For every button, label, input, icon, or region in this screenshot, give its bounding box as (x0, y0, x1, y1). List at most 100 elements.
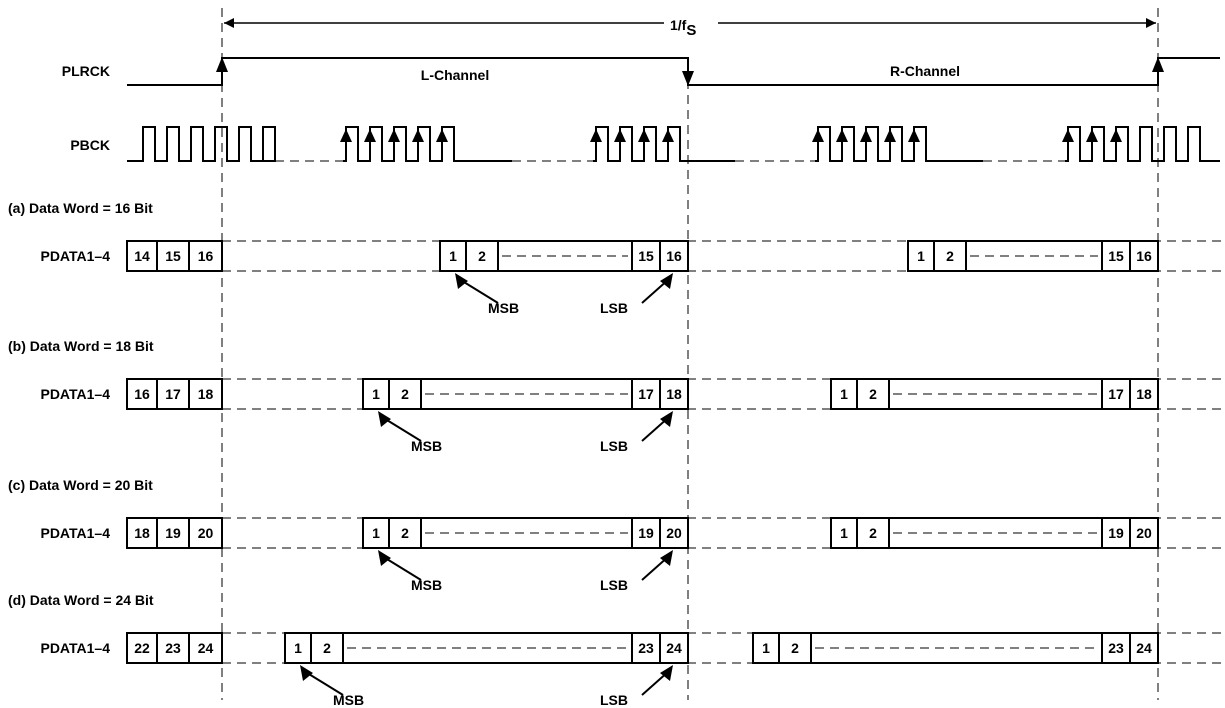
bit-label: 23 (1108, 640, 1124, 656)
bit-label: 24 (198, 640, 214, 656)
period-indicator: 1/fS (224, 17, 1156, 39)
pbck-pulse-train (593, 126, 735, 162)
lsb-arrow-icon (660, 550, 673, 566)
bit-label: 2 (869, 386, 877, 402)
pbck-pulse-train (1065, 126, 1220, 162)
bit-label: 2 (401, 525, 409, 541)
lsb-label: LSB (600, 692, 628, 708)
bit-label: 17 (165, 386, 181, 402)
reference-lines (221, 8, 1159, 700)
l-channel-label: L-Channel (421, 67, 489, 83)
bit-label: 2 (869, 525, 877, 541)
msb-label: MSB (411, 438, 442, 454)
lsb-label: LSB (600, 438, 628, 454)
plrck-label: PLRCK (62, 63, 110, 79)
pdata-label: PDATA1–4 (40, 640, 110, 656)
period-label: 1/fS (670, 17, 696, 39)
lsb-label: LSB (600, 300, 628, 316)
bit-label: 19 (1108, 525, 1124, 541)
bit-label: 15 (1108, 248, 1124, 264)
bit-label: 1 (372, 525, 380, 541)
msb-arrow-icon (455, 273, 468, 289)
l-channel-word (362, 378, 689, 410)
bit-label: 19 (638, 525, 654, 541)
bit-label: 15 (165, 248, 181, 264)
bit-cell (188, 240, 223, 272)
bit-cell (188, 378, 223, 410)
bit-label: 20 (1136, 525, 1152, 541)
format-title: (c) Data Word = 20 Bit (8, 477, 153, 493)
bit-label: 15 (638, 248, 654, 264)
bit-cell (188, 517, 223, 549)
r-channel-label: R-Channel (890, 63, 960, 79)
bit-label: 17 (1108, 386, 1124, 402)
bit-cell (156, 632, 190, 664)
bit-label: 16 (134, 386, 150, 402)
pdata-label: PDATA1–4 (40, 248, 110, 264)
bit-label: 20 (666, 525, 682, 541)
bit-label: 2 (946, 248, 954, 264)
bit-cell (188, 632, 223, 664)
msb-label: MSB (411, 577, 442, 593)
bit-label: 23 (165, 640, 181, 656)
bit-label: 16 (666, 248, 682, 264)
bit-label: 20 (198, 525, 214, 541)
bit-label: 18 (134, 525, 150, 541)
bit-cell (126, 632, 158, 664)
bit-label: 16 (198, 248, 214, 264)
bit-label: 1 (840, 525, 848, 541)
r-channel-word (830, 378, 1159, 410)
format-title: (d) Data Word = 24 Bit (8, 592, 154, 608)
bit-label: 19 (165, 525, 181, 541)
msb-arrow-icon (378, 411, 391, 427)
msb-label: MSB (488, 300, 519, 316)
plrck-signal: PLRCK L-Channel R-Channel (62, 57, 1220, 86)
msb-arrow-icon (378, 550, 391, 566)
bit-label: 1 (917, 248, 925, 264)
pdata-label: PDATA1–4 (40, 386, 110, 402)
bit-label: 1 (372, 386, 380, 402)
bit-cell (156, 240, 190, 272)
pbck-waveform (127, 126, 1220, 162)
bit-label: 2 (401, 386, 409, 402)
lsb-label: LSB (600, 577, 628, 593)
bit-label: 24 (1136, 640, 1152, 656)
pbck-signal: PBCK (70, 126, 1220, 162)
pbck-label: PBCK (70, 137, 110, 153)
l-channel-word (362, 517, 689, 549)
lsb-arrow-icon (660, 411, 673, 427)
pdata-label: PDATA1–4 (40, 525, 110, 541)
bit-label: 1 (294, 640, 302, 656)
bit-label: 24 (666, 640, 682, 656)
lsb-arrow-icon (660, 665, 673, 681)
rising-edge-arrow-icon (216, 57, 228, 72)
bit-label: 2 (323, 640, 331, 656)
msb-label: MSB (333, 692, 364, 708)
bit-label: 2 (478, 248, 486, 264)
bit-label: 18 (666, 386, 682, 402)
format-title: (a) Data Word = 16 Bit (8, 200, 153, 216)
lsb-arrow-icon (660, 273, 673, 289)
bit-label: 18 (1136, 386, 1152, 402)
pbck-pulse-train (127, 126, 276, 162)
plrck-waveform (127, 57, 1220, 86)
rising-edge-arrow-icon (1152, 57, 1164, 72)
pbck-pulse-train (343, 126, 512, 162)
bit-label: 1 (449, 248, 457, 264)
bit-label: 2 (791, 640, 799, 656)
bit-label: 18 (198, 386, 214, 402)
falling-edge-arrow-icon (682, 71, 694, 86)
bit-label: 16 (1136, 248, 1152, 264)
bit-label: 1 (762, 640, 770, 656)
r-channel-word (830, 517, 1159, 549)
format-title: (b) Data Word = 18 Bit (8, 338, 154, 354)
bit-label: 22 (134, 640, 150, 656)
bit-label: 23 (638, 640, 654, 656)
pbck-pulse-train (815, 126, 983, 162)
